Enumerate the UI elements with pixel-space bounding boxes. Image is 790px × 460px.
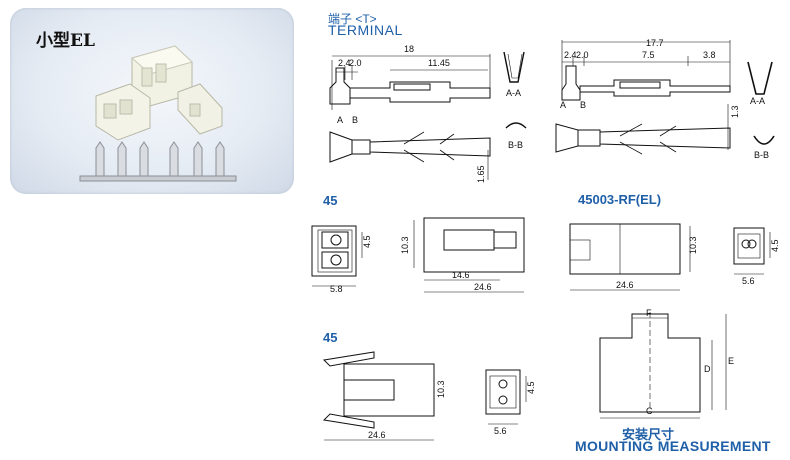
right-terminal-aa-label: A-A: [750, 96, 765, 106]
housing1-side-view: [413, 217, 525, 293]
left-terminal-side-view: [329, 54, 491, 110]
right-terminal-bb-label: B-B: [754, 150, 769, 160]
housing2-dim-len: 24.6: [616, 280, 634, 290]
right-terminal-top-view: [555, 104, 731, 155]
right-terminal-section-b: B: [580, 100, 586, 110]
housing2-dim-h2: 10.3: [688, 236, 698, 254]
right-terminal-bb-section: [753, 135, 775, 145]
left-terminal-dim-3: 11.45: [428, 58, 450, 68]
terminal-title-cn: 端子 <T>: [328, 12, 377, 26]
housing2-part-number: 45003-RF(EL): [578, 192, 662, 207]
left-terminal-top-view: [329, 131, 491, 180]
left-terminal-section-b: B: [352, 115, 358, 125]
product-photo-card: 小型EL: [10, 8, 294, 194]
housing1-front-view: [311, 225, 363, 287]
mounting-label-c: C: [646, 406, 653, 416]
left-terminal-section-a: A: [337, 115, 343, 125]
housing2-side-view: [569, 223, 691, 291]
housing3-dim-len: 24.6: [368, 430, 386, 440]
left-terminal-aa-label: A-A: [506, 88, 521, 98]
mounting-label-d: D: [704, 364, 711, 374]
housing1-part-prefix: 45: [323, 193, 338, 208]
right-terminal-dim-h: 1.3: [730, 105, 740, 118]
right-terminal-dim-overall: 17.7: [646, 38, 664, 48]
housing1-dim-len1: 14.6: [452, 270, 470, 280]
left-terminal-dim-h: 1.65: [476, 165, 486, 183]
housing3-front-view: [485, 369, 527, 425]
housing3-side-view: [322, 351, 435, 441]
product-photo-illustration: [79, 45, 237, 182]
right-terminal-dim-3: 7.5: [642, 50, 655, 60]
mounting-title-en: MOUNTING MEASUREMENT: [575, 438, 771, 454]
housing2-dim-h: 4.5: [770, 239, 780, 252]
left-terminal-dim-1: 2.4: [338, 58, 351, 68]
housing2-front-view: [733, 227, 771, 275]
left-terminal-aa-section: [503, 51, 525, 83]
housing2-dim-w: 5.6: [742, 276, 755, 286]
mounting-cutout: [599, 312, 727, 419]
right-terminal-section-a: A: [560, 100, 566, 110]
right-terminal-aa-section: [747, 61, 773, 95]
terminal-title-en: TERMINAL: [328, 22, 403, 38]
housing3-dim-h2: 10.3: [436, 380, 446, 398]
connector-housing-small: [177, 83, 223, 135]
housing1-dim-h2: 10.3: [400, 236, 410, 254]
connector-housing-large: [130, 45, 193, 107]
housing1-dim-h: 4.5: [362, 235, 372, 248]
photo-label: 小型EL: [36, 31, 95, 51]
left-terminal-dim-2: 2.0: [349, 58, 362, 68]
mounting-label-f: F: [646, 308, 652, 318]
mounting-label-e: E: [728, 356, 734, 366]
left-terminal-dim-overall: 18: [404, 44, 414, 54]
right-terminal-dim-1: 2.4: [564, 50, 577, 60]
housing1-dim-len2: 24.6: [474, 282, 492, 292]
housing3-dim-h: 4.5: [526, 381, 536, 394]
housing1-dim-w: 5.8: [330, 284, 343, 294]
housing3-dim-w: 5.6: [494, 426, 507, 436]
connector-housing-medium: [95, 83, 151, 141]
right-terminal-side-view: [561, 40, 731, 101]
right-terminal-dim-2: 2.0: [576, 50, 589, 60]
terminal-pins: [79, 141, 237, 182]
left-terminal-bb-section: [505, 122, 527, 129]
housing3-part-prefix: 45: [323, 330, 338, 345]
left-terminal-bb-label: B-B: [508, 140, 523, 150]
mounting-title-cn: 安装尺寸: [622, 427, 675, 442]
right-terminal-dim-4: 3.8: [703, 50, 716, 60]
